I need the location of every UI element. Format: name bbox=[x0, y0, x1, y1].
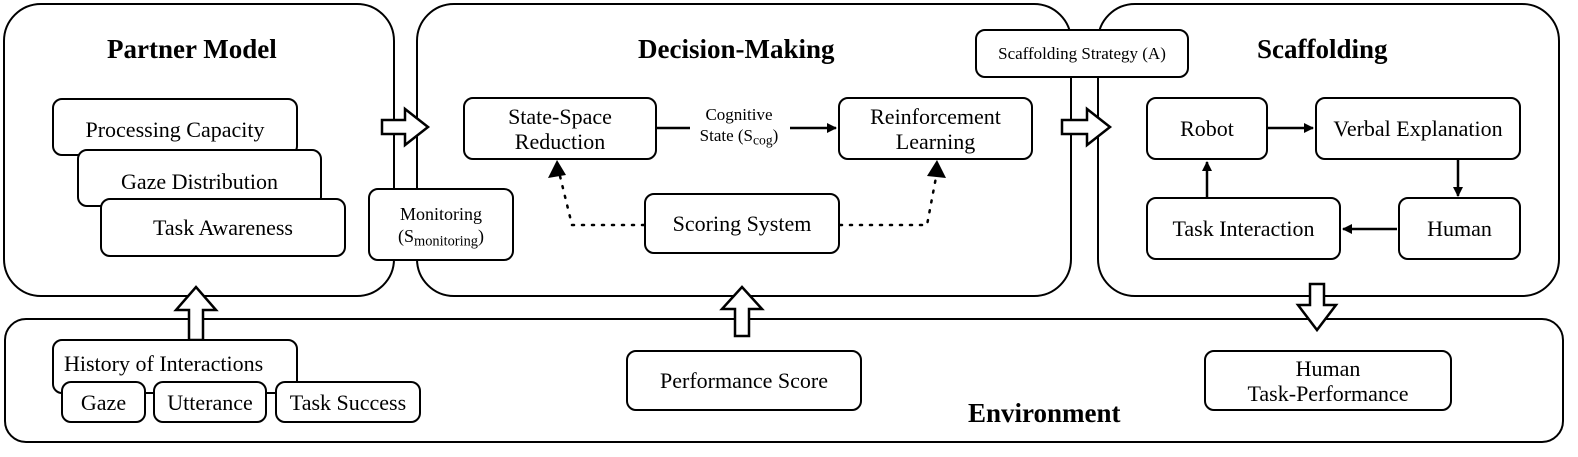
scaffolding-title: Scaffolding bbox=[1257, 34, 1388, 64]
environment-title: Environment bbox=[968, 398, 1121, 428]
monitoring-box: Monitoring (Smonitoring) bbox=[368, 188, 514, 261]
gaze-distribution-box: Gaze Distribution bbox=[77, 149, 322, 207]
decision-making-title: Decision-Making bbox=[638, 34, 835, 64]
scoring-to-rl-dotted bbox=[838, 170, 939, 227]
robot-box: Robot bbox=[1146, 97, 1268, 160]
environment-to-decision-arrow bbox=[719, 285, 765, 338]
task-awareness-box: Task Awareness bbox=[100, 198, 346, 257]
scoring-system-box: Scoring System bbox=[644, 193, 840, 254]
partner-model-title: Partner Model bbox=[107, 34, 277, 64]
task-interaction-box: Task Interaction bbox=[1146, 197, 1341, 260]
partner-to-decision-arrow bbox=[380, 106, 431, 148]
scoring-to-state-dotted bbox=[557, 170, 646, 227]
state-space-reduction-box: State-Space Reduction bbox=[463, 97, 657, 160]
reinforcement-learning-box: Reinforcement Learning bbox=[838, 97, 1033, 160]
cognitive-state-label: Cognitive State (Scog) bbox=[699, 105, 779, 148]
performance-score-box: Performance Score bbox=[626, 350, 862, 411]
scaffolding-to-environment-arrow bbox=[1295, 282, 1339, 333]
utterance-history-box: Utterance bbox=[153, 381, 267, 423]
decision-to-scaffolding-arrow bbox=[1060, 106, 1113, 148]
task-success-history-box: Task Success bbox=[275, 381, 421, 423]
processing-capacity-box: Processing Capacity bbox=[52, 98, 298, 156]
scaffolding-strategy-box: Scaffolding Strategy (A) bbox=[975, 29, 1189, 78]
human-task-performance-box: Human Task-Performance bbox=[1204, 350, 1452, 411]
environment-to-partner-arrow bbox=[173, 285, 219, 342]
gaze-history-box: Gaze bbox=[61, 381, 146, 423]
human-box: Human bbox=[1398, 197, 1521, 260]
verbal-explanation-box: Verbal Explanation bbox=[1315, 97, 1521, 160]
